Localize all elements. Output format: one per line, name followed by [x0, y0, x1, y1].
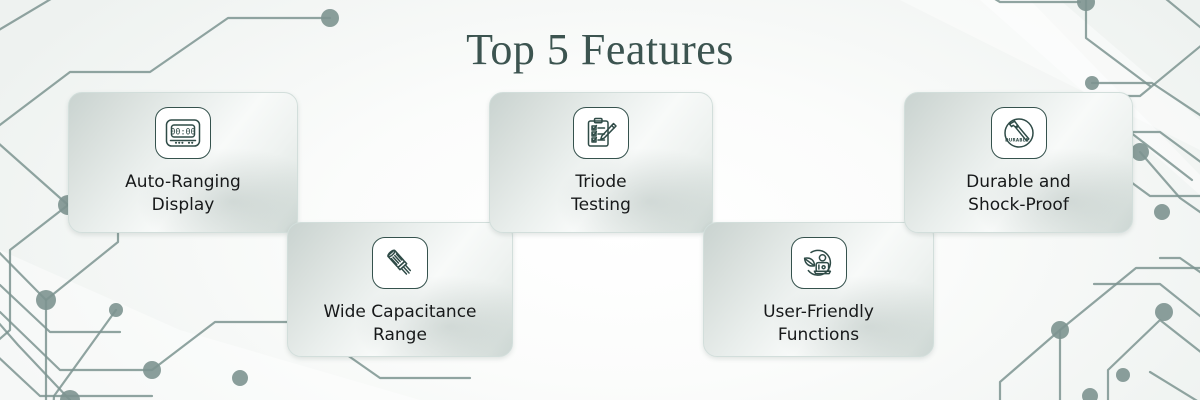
capacitor-icon	[383, 246, 417, 280]
feature-card-user-friendly-functions[interactable]: User-Friendly Functions	[703, 222, 934, 357]
feature-card-triode-testing[interactable]: Triode Testing	[489, 92, 713, 233]
page-title: Top 5 Features	[466, 25, 734, 74]
feature-card-auto-ranging-display[interactable]: 00:00 Auto-Ranging Display	[68, 92, 298, 233]
icon-badge: 00:00	[155, 107, 211, 159]
svg-text:DURABLE: DURABLE	[1005, 138, 1029, 143]
icon-badge	[573, 107, 629, 159]
clipboard-checklist-pencil-icon	[584, 116, 618, 150]
feature-card-wide-capacitance-range[interactable]: Wide Capacitance Range	[287, 222, 513, 357]
hammer-durable-icon: DURABLE	[1002, 116, 1036, 150]
digital-display-icon: 00:00	[164, 117, 202, 149]
person-laptop-leaf-icon	[801, 247, 837, 279]
icon-badge	[790, 237, 847, 289]
feature-card-label: Triode Testing	[571, 172, 631, 215]
feature-card-label: Auto-Ranging Display	[125, 172, 241, 215]
icon-badge: DURABLE	[990, 107, 1047, 159]
svg-text:00:00: 00:00	[170, 127, 195, 137]
feature-card-durable-and-shock-proof[interactable]: DURABLE Durable and Shock-Proof	[904, 92, 1133, 233]
feature-card-label: Wide Capacitance Range	[323, 302, 477, 345]
icon-badge	[372, 237, 428, 289]
feature-card-label: Durable and Shock-Proof	[966, 172, 1071, 215]
feature-card-label: User-Friendly Functions	[763, 302, 874, 345]
